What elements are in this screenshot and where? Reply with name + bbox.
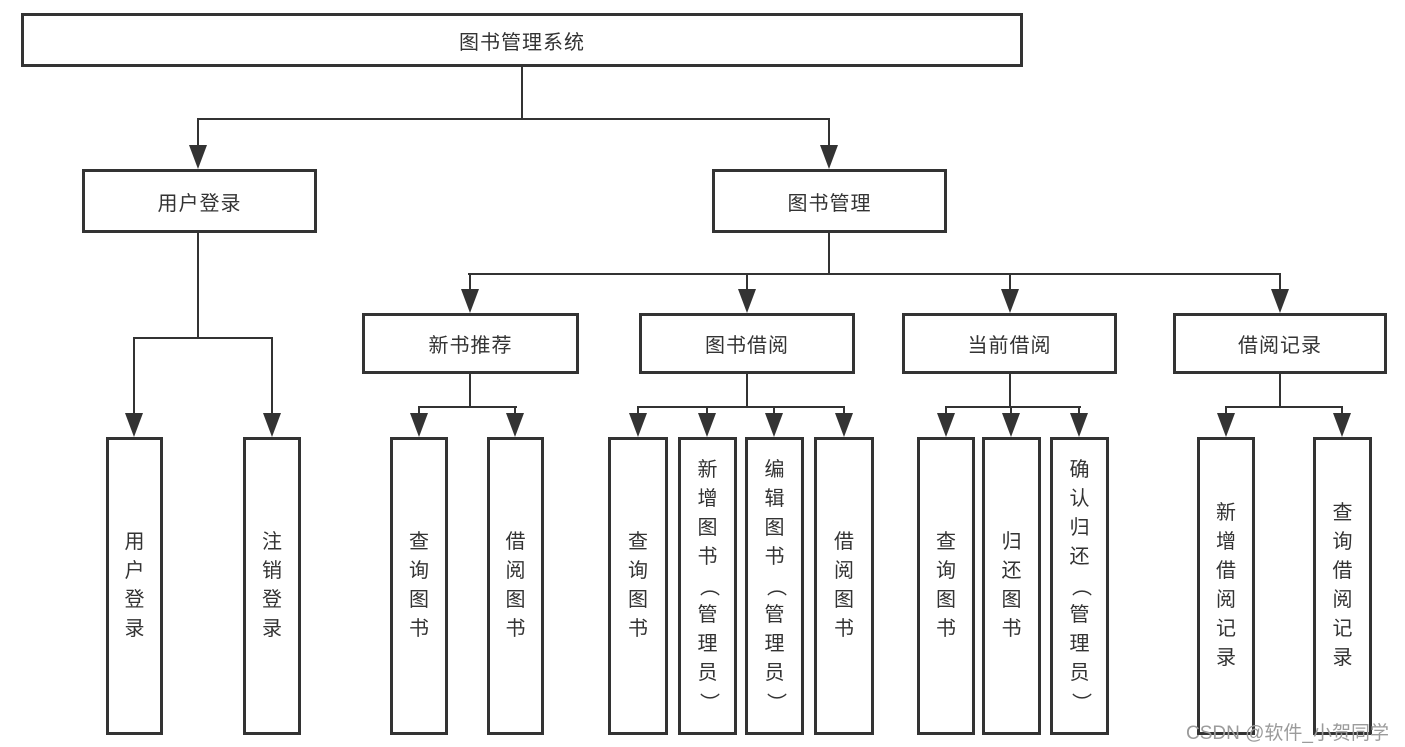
- leaf-borrow-query-book: 查询图书: [608, 437, 668, 735]
- arrow-head: [1001, 289, 1019, 313]
- connector-line: [1009, 374, 1011, 408]
- node-user-login: 用户登录: [82, 169, 317, 233]
- arrow-head: [461, 289, 479, 313]
- arrow-head: [765, 413, 783, 437]
- leaf-logout: 注销登录: [243, 437, 301, 735]
- leaf-user-login: 用户登录: [106, 437, 163, 735]
- leaf-current-return-book: 归还图书: [982, 437, 1041, 735]
- leaf-borrow-add-book: 新增图书（管理员）: [678, 437, 737, 735]
- arrow-head: [1217, 413, 1235, 437]
- arrow-head: [1070, 413, 1088, 437]
- connector-line: [469, 273, 471, 295]
- connector-line: [828, 118, 830, 148]
- leaf-current-confirm-return: 确认归还（管理员）: [1050, 437, 1109, 735]
- connector-line: [746, 374, 748, 408]
- leaf-borrow-edit-book: 编辑图书（管理员）: [745, 437, 804, 735]
- node-borrow-record: 借阅记录: [1173, 313, 1387, 374]
- arrow-head: [189, 145, 207, 169]
- connector-line: [746, 273, 748, 295]
- connector-line: [1225, 406, 1343, 408]
- connector-line: [271, 337, 273, 417]
- connector-line: [468, 273, 1281, 275]
- connector-line: [945, 406, 1081, 408]
- arrow-head: [629, 413, 647, 437]
- node-current-borrow: 当前借阅: [902, 313, 1117, 374]
- leaf-current-query-book: 查询图书: [917, 437, 975, 735]
- node-book-management: 图书管理: [712, 169, 947, 233]
- arrow-head: [698, 413, 716, 437]
- connector-line: [637, 406, 845, 408]
- arrow-head: [1002, 413, 1020, 437]
- connector-line: [197, 118, 830, 120]
- connector-line: [1009, 273, 1011, 295]
- arrow-head: [937, 413, 955, 437]
- arrow-head: [820, 145, 838, 169]
- connector-line: [469, 374, 471, 408]
- leaf-newbook-borrow-book: 借阅图书: [487, 437, 544, 735]
- node-new-book-recommend: 新书推荐: [362, 313, 579, 374]
- connector-line: [828, 233, 830, 275]
- leaf-record-add-record: 新增借阅记录: [1197, 437, 1255, 735]
- connector-line: [133, 337, 135, 417]
- connector-line: [1279, 273, 1281, 295]
- connector-line: [521, 67, 523, 120]
- leaf-newbook-query-book: 查询图书: [390, 437, 448, 735]
- connector-line: [197, 233, 199, 339]
- arrow-head: [835, 413, 853, 437]
- leaf-record-query-record: 查询借阅记录: [1313, 437, 1372, 735]
- connector-line: [418, 406, 517, 408]
- arrow-head: [1333, 413, 1351, 437]
- arrow-head: [125, 413, 143, 437]
- connector-line: [133, 337, 273, 339]
- arrow-head: [410, 413, 428, 437]
- arrow-head: [506, 413, 524, 437]
- node-root: 图书管理系统: [21, 13, 1023, 67]
- arrow-head: [738, 289, 756, 313]
- arrow-head: [1271, 289, 1289, 313]
- connector-line: [197, 118, 199, 148]
- arrow-head: [263, 413, 281, 437]
- connector-line: [1279, 374, 1281, 408]
- watermark: CSDN @软件_小贺同学: [1186, 723, 1389, 744]
- node-book-borrow: 图书借阅: [639, 313, 855, 374]
- leaf-borrow-borrow-book: 借阅图书: [814, 437, 874, 735]
